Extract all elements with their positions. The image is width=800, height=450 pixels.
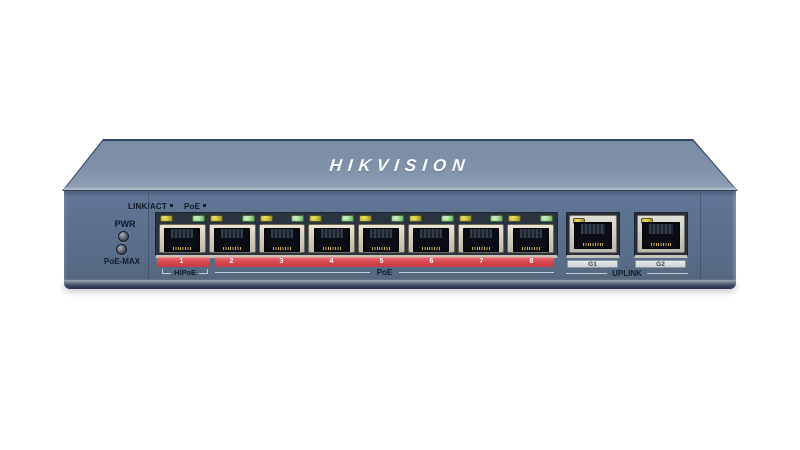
- poe-led-icon: [309, 215, 323, 222]
- poe-max-led-icon: [116, 244, 127, 255]
- poe-port-2: [208, 215, 256, 253]
- port-led-row: [209, 215, 256, 223]
- link-act-led-icon: [390, 215, 404, 222]
- bracket-line: [199, 268, 209, 274]
- rj45-jack: [164, 228, 201, 252]
- poe-port-7: [457, 215, 505, 253]
- hipoe-number-strip: [157, 257, 210, 267]
- poe-led-icon: [359, 215, 372, 222]
- port-bezel: [507, 224, 554, 253]
- group-label-uplink: UPLINK: [566, 268, 688, 279]
- port-number: 6: [429, 258, 434, 265]
- rj45-jack: [574, 222, 612, 249]
- port-bezel: [208, 224, 256, 253]
- link-act-led-icon: [490, 215, 504, 222]
- rj45-jack: [642, 222, 680, 249]
- port-led-row: [358, 215, 405, 223]
- port-number: 2: [229, 258, 234, 265]
- uplink-label: UPLINK: [612, 269, 642, 278]
- rj45-jack: [462, 228, 499, 252]
- port-led-row: [259, 215, 306, 223]
- poe-led-icon: [508, 215, 522, 222]
- poe-port-1: [159, 215, 206, 253]
- poe-led-icon: [209, 215, 223, 222]
- panel-seam-left: [148, 193, 149, 279]
- legend-dot-icon: [203, 204, 207, 207]
- poe-port-bank: [155, 212, 558, 258]
- poe-led-icon: [458, 215, 472, 222]
- port-bezel: [637, 215, 685, 253]
- port-bezel: [358, 224, 405, 253]
- rj45-jack: [512, 228, 549, 252]
- rj45-jack: [363, 228, 400, 252]
- bracket-line: [399, 272, 554, 273]
- link-act-legend-label: LINK/ACT: [128, 202, 167, 211]
- legend-dot-icon: [169, 204, 173, 207]
- bracket-line: [566, 273, 608, 274]
- panel-seam-right: [700, 193, 701, 279]
- port-number: 5: [379, 258, 384, 265]
- port-bezel: [457, 224, 505, 253]
- led-legend-link-act: LINK/ACT: [128, 202, 173, 211]
- chassis-bottom-band: [64, 280, 736, 289]
- uplink-port-g2: [634, 212, 688, 258]
- led-legend-poe: PoE: [184, 202, 207, 211]
- poe-port-6: [407, 215, 455, 253]
- rj45-jack: [413, 228, 450, 252]
- port-bezel: [407, 224, 455, 253]
- port-led-row: [159, 215, 206, 223]
- rj45-jack: [313, 228, 350, 252]
- pwr-led-icon: [118, 231, 129, 242]
- poe-led-icon: [160, 215, 173, 222]
- poe-port-8: [507, 215, 554, 253]
- bracket-line: [646, 273, 688, 274]
- poe-port-3: [258, 215, 306, 253]
- port-number: 1: [179, 258, 184, 265]
- uplink-port-label-g1: G1: [567, 260, 618, 268]
- chassis-top-panel: HIKVISION: [64, 141, 736, 190]
- link-act-led-icon: [191, 215, 205, 222]
- link-act-led-icon: [291, 215, 305, 222]
- port-bezel: [308, 224, 355, 253]
- port-led-row: [507, 215, 554, 223]
- poe-led-icon: [259, 215, 273, 222]
- poe-legend-label: PoE: [184, 202, 201, 211]
- poe-port-4: [308, 215, 355, 253]
- brand-logo: HIKVISION: [328, 156, 472, 175]
- poe-led-icon: [408, 215, 422, 222]
- rj45-jack: [263, 228, 300, 252]
- port-led-row: [308, 215, 355, 223]
- port-number: 4: [329, 258, 334, 265]
- port-led-row: [458, 215, 505, 223]
- hipoe-label: HiPoE: [173, 268, 197, 277]
- port-number: 8: [529, 258, 534, 265]
- uplink-port-label-g2: G2: [635, 260, 686, 268]
- port-number: 3: [279, 258, 284, 265]
- group-label-hipoe: HiPoE: [155, 267, 215, 278]
- poe-port-5: [358, 215, 405, 253]
- bracket-line: [215, 272, 370, 273]
- port-number: 7: [479, 258, 484, 265]
- pwr-label: PWR: [114, 219, 136, 229]
- poe-max-label: PoE-MAX: [104, 257, 140, 266]
- rj45-jack: [214, 228, 251, 252]
- port-bezel: [159, 224, 206, 253]
- poe-label: PoE: [376, 268, 393, 277]
- front-edge-highlight: [64, 187, 736, 190]
- port-bezel: [258, 224, 306, 253]
- port-number-row: 1 2 3 4 5 6 7 8: [155, 257, 558, 267]
- link-act-led-icon: [440, 215, 454, 222]
- port-led-row: [408, 215, 455, 223]
- group-label-poe: PoE: [215, 267, 554, 278]
- link-act-led-icon: [540, 215, 553, 222]
- poe-number-strip: [215, 257, 554, 267]
- port-bezel: [569, 215, 617, 253]
- uplink-port-g1: [566, 212, 620, 258]
- bracket-line: [161, 268, 171, 274]
- link-act-led-icon: [241, 215, 255, 222]
- link-act-led-icon: [341, 215, 354, 222]
